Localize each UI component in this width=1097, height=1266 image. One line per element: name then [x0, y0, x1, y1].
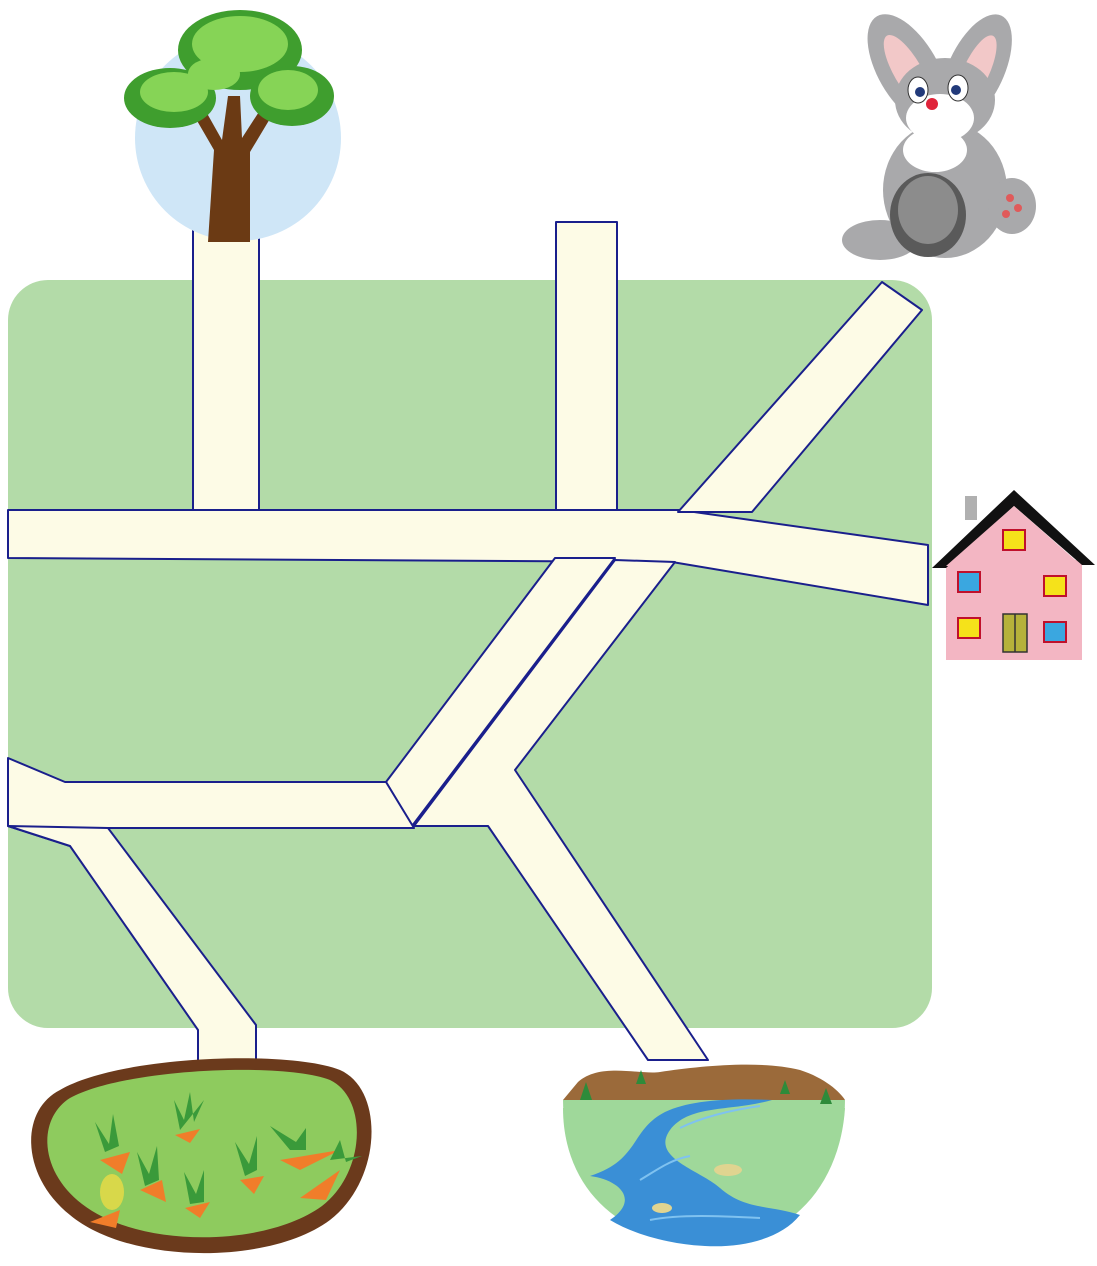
rabbit-icon[interactable] — [842, 1, 1036, 260]
river-icon[interactable] — [563, 1064, 845, 1266]
tree-icon[interactable] — [124, 10, 341, 242]
maze-paths — [7, 221, 929, 1066]
path-to-tree[interactable] — [192, 229, 260, 521]
house-icon[interactable] — [932, 490, 1095, 660]
path-dead-end-top[interactable] — [555, 221, 618, 523]
path-top-right-diagonal[interactable] — [677, 281, 923, 513]
carrot-patch-icon[interactable] — [31, 1058, 372, 1254]
path-right-diagonal[interactable] — [413, 559, 709, 1061]
